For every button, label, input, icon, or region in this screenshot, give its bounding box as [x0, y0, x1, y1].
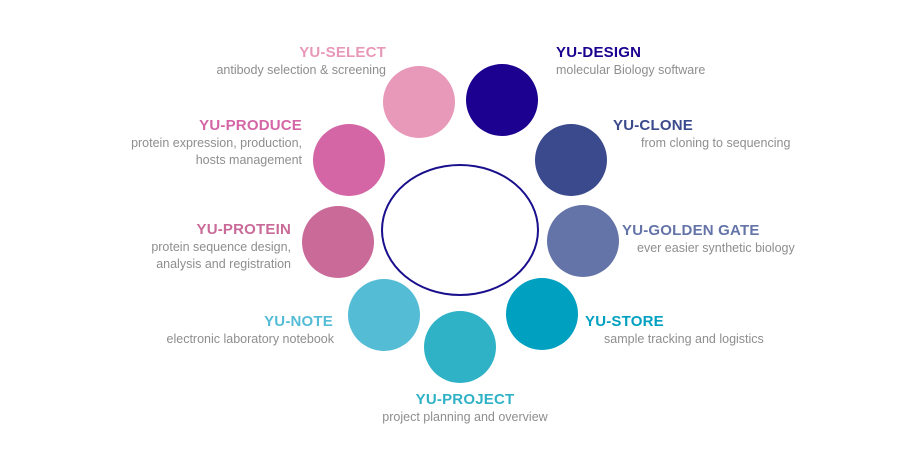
module-desc: electronic laboratory notebook — [166, 332, 334, 346]
yu-protein-label[interactable]: YU-PROTEIN protein sequence design, anal… — [151, 221, 291, 273]
module-name: YU-STORE — [585, 313, 664, 330]
yu-clone-label[interactable]: YU-CLONE from cloning to sequencing — [613, 117, 790, 152]
module-desc: analysis and registration — [156, 257, 291, 271]
yu-golden-gate-label[interactable]: YU-GOLDEN GATE ever easier synthetic bio… — [622, 222, 795, 257]
yu-select-label[interactable]: YU-SELECT antibody selection & screening — [216, 44, 386, 79]
module-name: YU-SELECT — [299, 44, 386, 61]
module-name: YU-PROJECT — [415, 391, 515, 408]
module-desc: protein sequence design, — [151, 240, 291, 254]
yu-note-label[interactable]: YU-NOTE electronic laboratory notebook — [167, 313, 334, 348]
yu-produce-label[interactable]: YU-PRODUCE protein expression, productio… — [131, 117, 302, 169]
module-desc: sample tracking and logistics — [604, 332, 764, 346]
yu-produce-circle[interactable] — [313, 124, 385, 196]
module-name: YU-GOLDEN GATE — [622, 222, 760, 239]
yu-clone-circle[interactable] — [535, 124, 607, 196]
module-desc: from cloning to sequencing — [641, 136, 791, 150]
yu-note-circle[interactable] — [348, 279, 420, 351]
module-name: YU-DESIGN — [556, 44, 642, 61]
yu-select-circle[interactable] — [383, 66, 455, 138]
yu-project-circle[interactable] — [424, 311, 496, 383]
yu-design-label[interactable]: YU-DESIGN molecular Biology software — [556, 44, 705, 79]
yu-protein-circle[interactable] — [302, 206, 374, 278]
module-desc: protein expression, production, — [131, 136, 302, 150]
module-desc: molecular Biology software — [556, 63, 706, 77]
yu-store-circle[interactable] — [506, 278, 578, 350]
module-desc: hosts management — [195, 153, 302, 167]
yu-design-circle[interactable] — [466, 64, 538, 136]
module-name: YU-CLONE — [613, 117, 693, 134]
module-desc: ever easier synthetic biology — [637, 241, 795, 255]
yu-store-label[interactable]: YU-STORE sample tracking and logistics — [585, 313, 764, 348]
module-name: YU-PROTEIN — [196, 221, 291, 238]
module-desc: antibody selection & screening — [216, 63, 386, 77]
module-desc: project planning and overview — [382, 410, 548, 424]
module-name: YU-PRODUCE — [199, 117, 302, 134]
module-name: YU-NOTE — [264, 313, 333, 330]
yu-project-label[interactable]: YU-PROJECT project planning and overview — [360, 391, 570, 426]
yu-golden-gate-circle[interactable] — [547, 205, 619, 277]
center-ring — [381, 164, 539, 296]
